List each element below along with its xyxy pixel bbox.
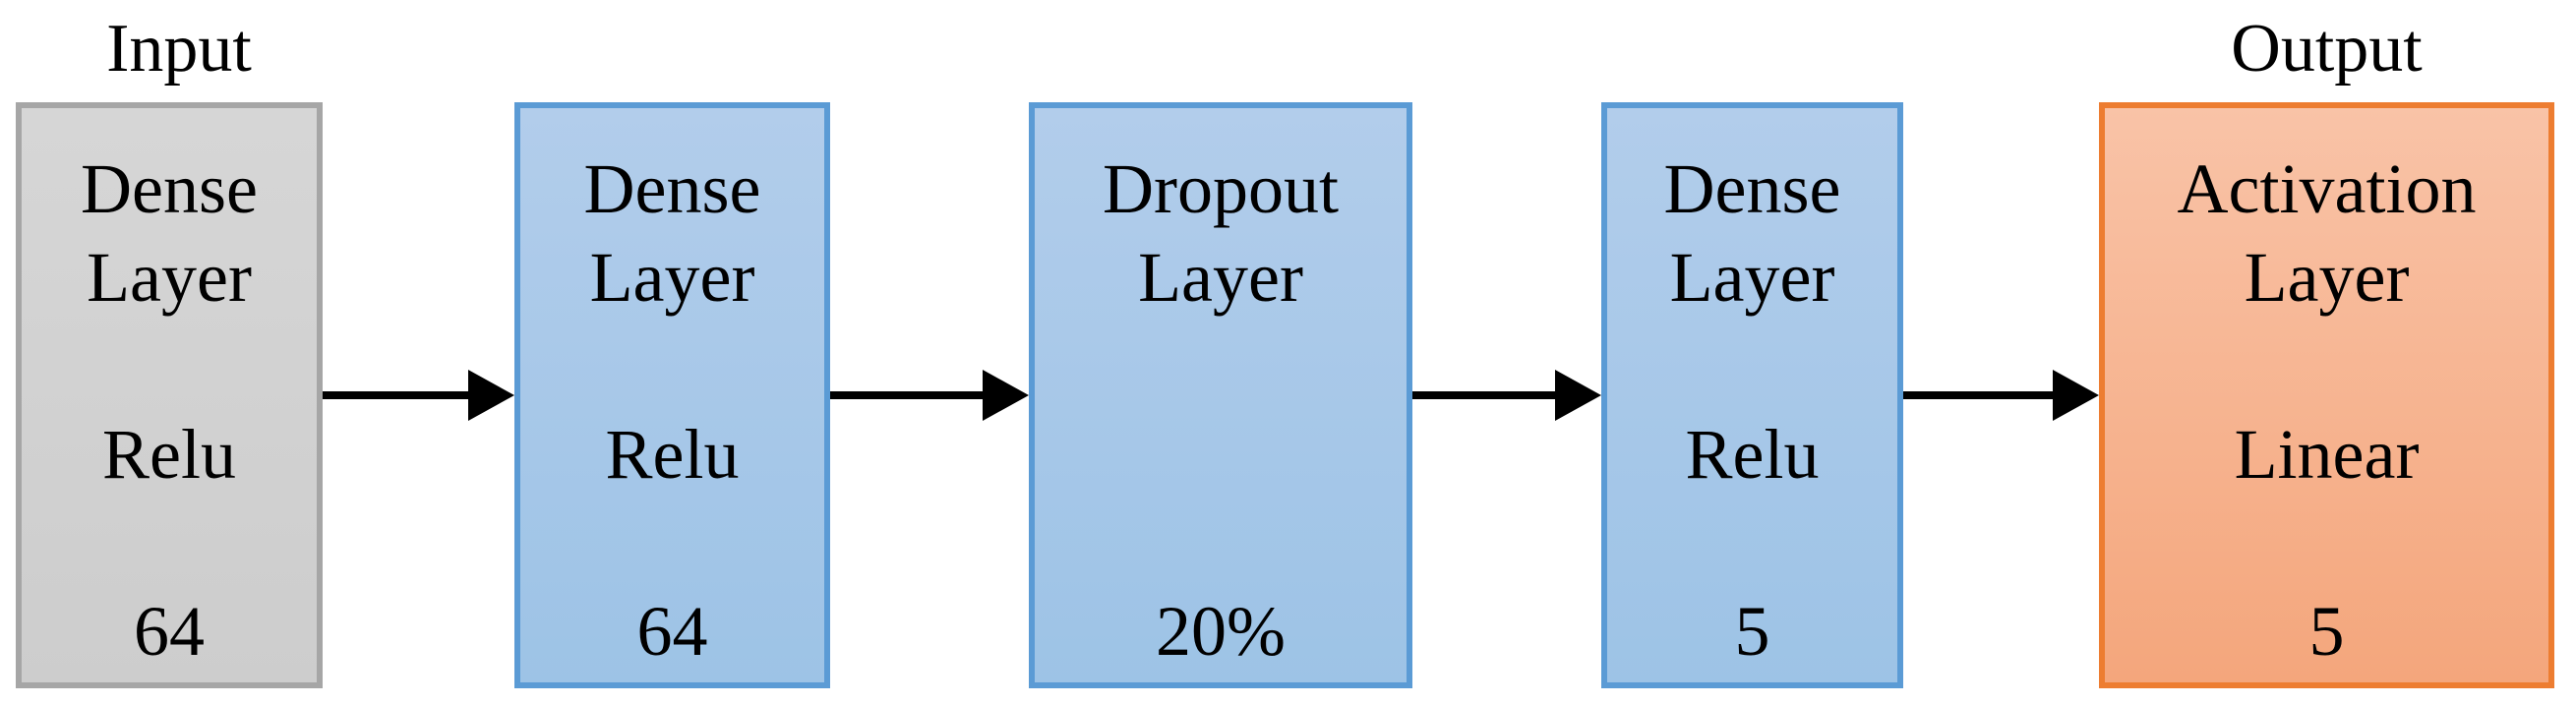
layer-box-dropout: Dropout Layer 20% — [1029, 102, 1412, 688]
layer-text-line — [1607, 322, 1897, 410]
layer-text-line: Relu — [1685, 415, 1820, 494]
input-label: Input — [106, 11, 252, 87]
layer-text-line — [2105, 322, 2548, 410]
layer-text-line: Layer — [2244, 238, 2410, 317]
output-label: Output — [2231, 11, 2423, 87]
layer-text-line: 64 — [636, 592, 708, 671]
layer-text-line: Layer — [1669, 238, 1835, 317]
layer-text-line — [1607, 499, 1897, 587]
layer-text-line: Relu — [102, 415, 236, 494]
layer-text-line — [1035, 322, 1407, 410]
layer-text-line: Layer — [87, 238, 252, 317]
layer-box-dense: Dense Layer Relu 64 — [514, 102, 830, 688]
layer-text-line: Activation — [2177, 149, 2477, 228]
layer-text-line: Dense — [81, 149, 258, 228]
layer-box-output-activation: Activation Layer Linear 5 — [2099, 102, 2554, 688]
layer-text-line — [1035, 410, 1407, 499]
layer-text-line: Linear — [2234, 415, 2420, 494]
layer-box-input-dense: Dense Layer Relu 64 — [16, 102, 323, 688]
layer-text-line — [22, 322, 317, 410]
layer-text-line — [22, 499, 317, 587]
flow-arrow-icon — [323, 370, 514, 421]
layer-text-line: Layer — [1138, 238, 1303, 317]
layer-text-line — [520, 322, 824, 410]
layer-text-line: 5 — [1734, 592, 1770, 671]
layer-text-line: 20% — [1156, 592, 1286, 671]
layer-text-line: Dense — [583, 149, 761, 228]
layer-box-dense-2: Dense Layer Relu 5 — [1601, 102, 1903, 688]
flow-arrow-icon — [830, 370, 1029, 421]
layer-text-line — [520, 499, 824, 587]
layer-text-line: Dropout — [1103, 149, 1339, 228]
layer-text-line: 64 — [134, 592, 205, 671]
layer-text-line — [1035, 499, 1407, 587]
flow-arrow-icon — [1412, 370, 1601, 421]
layer-text-line: Relu — [605, 415, 740, 494]
layer-text-line — [2105, 499, 2548, 587]
layer-text-line: Dense — [1663, 149, 1841, 228]
layer-text-line: Layer — [589, 238, 755, 317]
layer-text-line: 5 — [2308, 592, 2345, 671]
flow-arrow-icon — [1903, 370, 2099, 421]
